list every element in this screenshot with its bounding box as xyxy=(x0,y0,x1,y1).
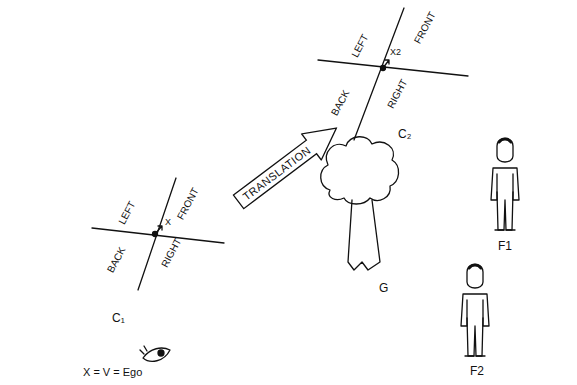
arrow-text: TRANSLATION xyxy=(240,144,312,203)
axis-label: BACK xyxy=(328,87,352,118)
axis-label: RIGHT xyxy=(384,77,410,112)
axis-label: RIGHT xyxy=(158,236,184,271)
person-label: F1 xyxy=(497,239,513,253)
frame-label: C₁ xyxy=(111,311,126,325)
person-label: F2 xyxy=(469,364,485,378)
axis-label: FRONT xyxy=(411,9,439,47)
object-label: G xyxy=(378,281,389,295)
frame-label: C₂ xyxy=(397,127,412,141)
axis-label: BACK xyxy=(104,244,128,275)
caption-label: X = V = Ego xyxy=(82,366,143,379)
block-arrow: TRANSLATION xyxy=(227,114,347,216)
axis-label: FRONT xyxy=(174,185,202,223)
position-mark: X xyxy=(164,217,172,228)
axis-label: LEFT xyxy=(116,199,139,228)
position-mark: X2 xyxy=(389,47,402,58)
axis-label: LEFT xyxy=(349,32,372,61)
